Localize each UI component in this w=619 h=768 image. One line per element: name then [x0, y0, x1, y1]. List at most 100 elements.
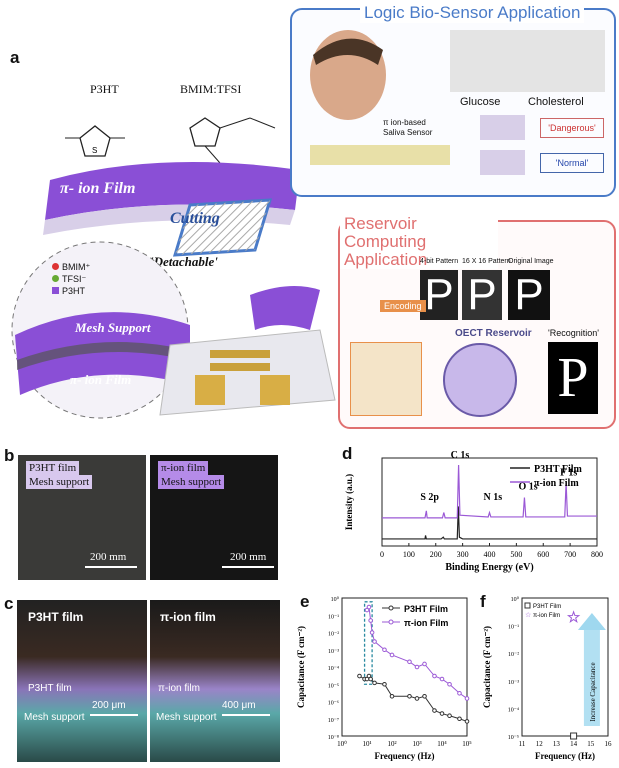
e-x-tick-label: 10⁰	[337, 740, 347, 748]
e-point	[372, 680, 377, 686]
glucose-structure	[450, 30, 520, 92]
e-x-tick-label: 10²	[387, 740, 396, 748]
e-legend-label: π-ion Film	[404, 618, 448, 628]
c-scale-bar-right	[222, 714, 270, 716]
d-legend-label: P3HT Film	[534, 464, 583, 475]
e-point	[389, 652, 395, 658]
f-arrow-label: Increase Capacitance	[589, 662, 597, 721]
d-peak-annotation: N 1s	[484, 492, 503, 503]
b-left-label-2: Mesh support	[26, 475, 93, 489]
f-x-tick-label: 16	[605, 740, 613, 748]
d-peak-annotation: S 2p	[420, 492, 439, 503]
e-y-tick-label: 10⁰	[331, 596, 340, 603]
c-right-layer2: Mesh support	[156, 712, 217, 723]
c-scale-left: 200 μm	[92, 700, 126, 711]
e-point	[447, 713, 452, 719]
e-plot-frame	[341, 597, 468, 737]
f-x-axis-label: Frequency (Hz)	[535, 751, 595, 761]
e-point	[464, 719, 470, 724]
e-point	[414, 696, 420, 701]
pattern-4bit-image: P	[420, 270, 458, 320]
e-point	[422, 694, 427, 699]
e-point	[457, 716, 462, 722]
d-x-tick-label: 800	[591, 550, 603, 559]
f-y-tick-label: 10⁻⁴	[508, 707, 519, 713]
f-y-tick-label: 10⁻²	[508, 652, 519, 658]
b-right-label: π-ion film	[158, 461, 209, 475]
c-left-layer1: P3HT film	[28, 683, 72, 694]
e-point	[368, 676, 373, 682]
e-point	[407, 659, 412, 665]
detachable-label: 'Detachable'	[150, 254, 218, 269]
e-point	[464, 696, 470, 701]
d-peak-annotation: C 1s	[451, 450, 470, 461]
e-point	[368, 618, 373, 623]
e-y-tick-label: 10⁻¹	[328, 614, 339, 620]
encoding-label: Encoding	[380, 300, 426, 312]
f-y-axis-label: Capacitance (F cm⁻²)	[482, 626, 492, 708]
c-left-title: P3HT film	[28, 610, 84, 624]
e-point	[432, 673, 437, 679]
f-legend-label: P3HT Film	[533, 604, 561, 610]
f-y-tick-label: 10⁻⁵	[508, 735, 519, 741]
f-x-tick-label: 14	[570, 740, 578, 748]
panel-e-letter: e	[300, 592, 310, 611]
original-image: P	[508, 270, 550, 320]
d-x-tick-label: 0	[380, 550, 384, 559]
svg-text:S: S	[92, 146, 97, 155]
chemical-structures: S	[65, 117, 276, 164]
recognition-label: 'Recognition'	[548, 328, 599, 338]
glucose-label: Glucose	[460, 96, 501, 108]
e-point	[414, 664, 420, 670]
e-y-tick-label: 10⁻⁷	[328, 718, 339, 724]
p3ht-label: P3HT	[90, 82, 119, 96]
reservoir-title: Reservoir Computing Application	[340, 215, 498, 269]
c-right-photo	[150, 600, 280, 762]
logic-gate-2	[480, 150, 525, 175]
d-x-tick-label: 500	[510, 550, 522, 559]
d-x-tick-label: 400	[484, 550, 496, 559]
d-x-tick-label: 200	[430, 550, 442, 559]
e-point	[357, 673, 362, 679]
circuit-graphic	[310, 145, 450, 165]
pattern-16-label: 16 X 16 Pattern	[462, 258, 511, 265]
e-point	[389, 694, 395, 699]
cholesterol-label: Cholesterol	[528, 96, 584, 108]
d-peak-annotation: F 1s	[560, 467, 577, 478]
device-graphic	[159, 286, 336, 416]
pi-ion-film-label-2: π- ion Film	[70, 372, 132, 387]
e-x-tick-label: 10³	[412, 740, 421, 748]
oect-reservoir-label: OECT Reservoir	[455, 328, 532, 339]
e-legend-label: P3HT Film	[404, 604, 448, 614]
bmim-dot-icon	[52, 263, 59, 270]
normal-output: 'Normal'	[540, 153, 604, 173]
panel-b-letter: b	[4, 446, 15, 465]
legend-p3ht: P3HT	[62, 286, 86, 296]
d-x-tick-label: 100	[403, 550, 415, 559]
dangerous-output: 'Dangerous'	[540, 118, 604, 138]
b-scale-left: 200 mm	[90, 551, 127, 563]
original-image-label: Original Image	[508, 258, 554, 265]
panel-a-letter: a	[10, 48, 20, 67]
e-point	[439, 711, 445, 716]
panel-f-letter: f	[480, 592, 486, 611]
c-scale-right: 400 μm	[222, 700, 256, 711]
e-point	[366, 604, 372, 610]
e-point	[439, 676, 445, 682]
b-scale-bar-right	[222, 566, 274, 568]
d-x-axis-label: Binding Energy (eV)	[445, 562, 533, 573]
recognition-output: P	[548, 342, 598, 414]
b-scale-bar-left	[85, 566, 137, 568]
e-point	[382, 681, 387, 687]
e-legend-marker	[388, 605, 394, 611]
reservoir-network	[443, 343, 517, 417]
e-y-axis-label: Capacitance (F cm⁻²)	[296, 626, 306, 708]
e-y-tick-label: 10⁻⁴	[328, 666, 339, 672]
f-x-tick-label: 15	[587, 740, 595, 748]
d-x-tick-label: 700	[564, 550, 576, 559]
e-x-tick-label: 10⁴	[437, 740, 447, 748]
f-x-tick-label: 12	[536, 740, 544, 748]
mesh-support-label: Mesh Support	[75, 320, 151, 335]
e-x-tick-label: 10¹	[362, 740, 371, 748]
